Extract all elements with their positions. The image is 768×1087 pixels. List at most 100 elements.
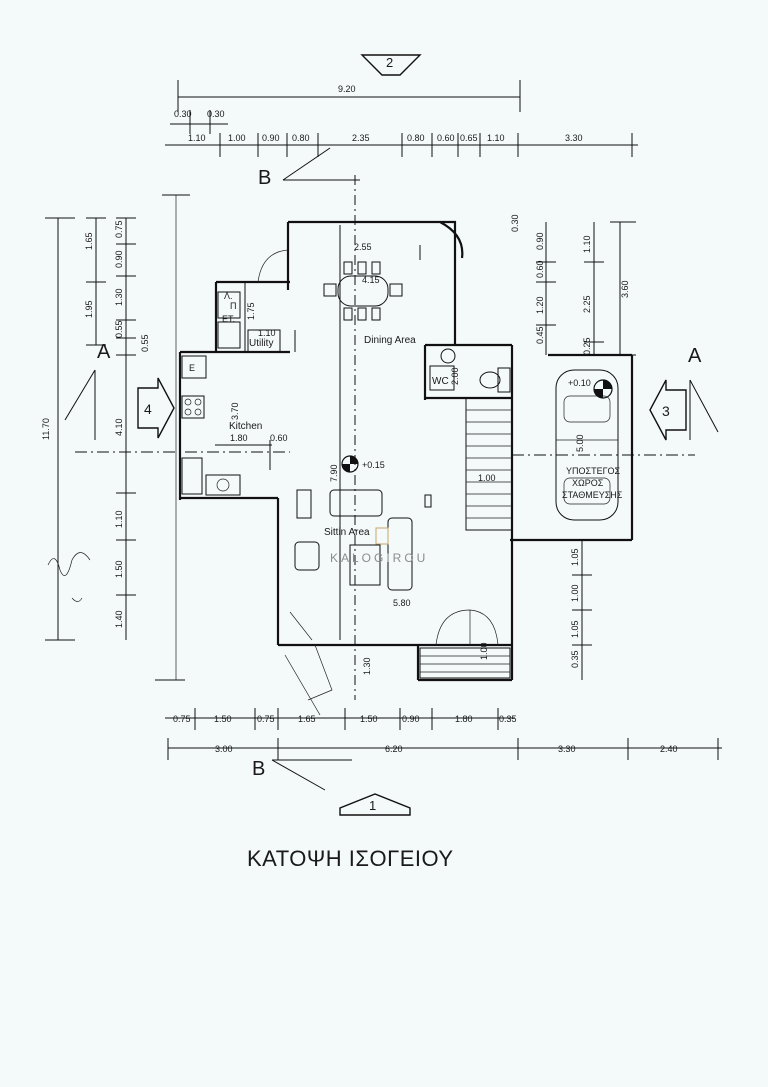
dim-bottom-6: 0.90	[402, 714, 420, 724]
dim-kitchen-w: 1.80	[230, 433, 248, 443]
section-a-left: A	[64, 341, 290, 453]
label-e: Ε	[189, 363, 195, 373]
dim-top-total: 9.20	[338, 84, 356, 94]
room-parking-1: ΥΠΟΣΤΕΓΟΣ	[566, 466, 621, 476]
dim-right-lower-1: 1.05	[570, 548, 580, 566]
wc-fixtures	[429, 348, 511, 393]
stairs: 1.00	[419, 397, 513, 679]
dim-bottom-2: 1.50	[214, 714, 232, 724]
section-a-right: A	[512, 345, 719, 456]
dim-top-small-1: 0.30	[174, 109, 192, 119]
dim-top-1: 1.10	[188, 133, 206, 143]
dim-dining-h: 2.55	[354, 242, 372, 252]
view-marker-4-label: 4	[144, 401, 152, 417]
right-dimensions: 3.60 0.30 1.10 2.25 0.25 0.90 0.60 1.20 …	[510, 214, 636, 680]
view-marker-3-label: 3	[662, 403, 670, 419]
section-b-top-letter: B	[258, 167, 271, 189]
dim-right-inner-3: 1.20	[535, 296, 545, 314]
label-et: ΕΤ.	[222, 314, 235, 324]
top-dimensions: 9.20 0.30 0.30 1.10 1.00 0.90 0.80 2.35 …	[165, 80, 638, 157]
dim-utility-h: 1.75	[246, 302, 256, 320]
dim-living-h: 7.90	[329, 464, 339, 482]
dim-bottom-total-1: 3.00	[215, 744, 233, 754]
dim-top-9: 1.10	[487, 133, 505, 143]
dim-top-5: 2.35	[352, 133, 370, 143]
stair-width-dim: 1.00	[478, 473, 496, 483]
dim-right-outer-1: 0.30	[510, 214, 520, 232]
section-a-right-letter: A	[688, 345, 702, 367]
dim-top-2: 1.00	[228, 133, 246, 143]
dim-top-8: 0.65	[460, 133, 478, 143]
dim-bottom-7: 1.80	[455, 714, 473, 724]
dim-dining-w: 4.15	[362, 275, 380, 285]
dim-garage: 5.00	[575, 434, 585, 452]
dim-bottom-8: 0.35	[499, 714, 517, 724]
dim-right-outer-3: 2.25	[582, 295, 592, 313]
section-a-left-letter: A	[97, 341, 111, 363]
bottom-dimensions: 0.75 1.50 0.75 1.65 1.50 0.90 1.80 0.35 …	[165, 708, 722, 760]
dim-kitchen-h: 3.70	[230, 402, 240, 420]
dim-left-upper-2: 0.90	[114, 250, 124, 268]
view-marker-3: 3	[649, 379, 687, 441]
dim-top-4: 0.80	[292, 133, 310, 143]
dim-left-lower-4: 1.40	[114, 610, 124, 628]
dim-living-w: 5.80	[393, 598, 411, 608]
margin-marks	[47, 552, 91, 602]
dim-right-outer-total: 3.60	[620, 280, 630, 298]
dim-right-outer-4: 0.25	[582, 337, 592, 355]
dim-bottom-total-2: 6.20	[385, 744, 403, 754]
dim-left-upper-1: 0.75	[114, 220, 124, 238]
view-marker-2: 2	[360, 54, 422, 76]
dim-bottom-total-4: 2.40	[660, 744, 678, 754]
dim-bottom-4: 1.65	[298, 714, 316, 724]
dim-right-lower-2: 1.00	[570, 584, 580, 602]
dining-table	[323, 261, 403, 321]
dim-kitchen-w2: 0.60	[270, 433, 288, 443]
watermark-logo: KALOGIROU	[330, 527, 425, 565]
section-b-bottom-letter: B	[252, 758, 265, 780]
room-utility: Utility	[249, 338, 273, 349]
dim-right-lower-4: 0.35	[570, 650, 580, 668]
dim-right-inner-4: 0.45	[535, 326, 545, 344]
dim-utility-w: 1.10	[258, 328, 276, 338]
dim-entry-w: 1.00	[479, 642, 489, 660]
car	[555, 369, 619, 521]
dim-left-lower-1: 4.10	[114, 418, 124, 436]
dim-left-upper-3: 1.30	[114, 288, 124, 306]
dim-right-outer-2: 1.10	[582, 235, 592, 253]
dim-top-small-2: 0.30	[207, 109, 225, 119]
dim-right-inner-2: 0.60	[535, 260, 545, 278]
section-b-bottom: B	[252, 758, 352, 791]
dim-left-upper-5: 0.55	[140, 334, 150, 352]
dim-top-7: 0.60	[437, 133, 455, 143]
room-wc: WC	[432, 376, 449, 387]
view-marker-1-label: 1	[369, 798, 376, 813]
room-parking-3: ΣΤΑΘΜΕΥΣΗΣ	[562, 490, 623, 500]
dim-right-lower-3: 1.05	[570, 620, 580, 638]
level-markers: +0.15 +0.10	[341, 378, 613, 473]
level-main: +0.15	[362, 460, 385, 470]
dim-top-3: 0.90	[262, 133, 280, 143]
dim-bottom-3: 0.75	[257, 714, 275, 724]
dim-bottom-1: 0.75	[173, 714, 191, 724]
dim-left-upper-4: 0.55	[114, 320, 124, 338]
dim-top-6: 0.80	[407, 133, 425, 143]
dim-left-mid-2: 1.95	[84, 300, 94, 318]
dim-wc-w: 2.00	[450, 367, 460, 385]
doors	[257, 249, 499, 716]
room-sitting: Sittin Area	[324, 527, 370, 538]
dim-entry-h: 1.30	[362, 657, 372, 675]
label-p: Π	[230, 301, 237, 311]
dim-left-lower-3: 1.50	[114, 560, 124, 578]
dim-bottom-5: 1.50	[360, 714, 378, 724]
level-garage: +0.10	[568, 378, 591, 388]
room-labels: Dining Area Kitchen Utility Sittin Area …	[189, 291, 623, 538]
dim-right-inner-1: 0.90	[535, 232, 545, 250]
room-parking-2: ΧΩΡΟΣ	[572, 478, 604, 488]
view-marker-2-label: 2	[386, 55, 393, 70]
section-b-top: B	[258, 147, 360, 700]
left-dimensions: 11.70 1.65 1.95 0.75 0.90 1.30 0.55 0.55…	[41, 194, 190, 681]
label-lp: Λ.	[224, 291, 233, 301]
dim-left-total: 11.70	[41, 418, 51, 440]
